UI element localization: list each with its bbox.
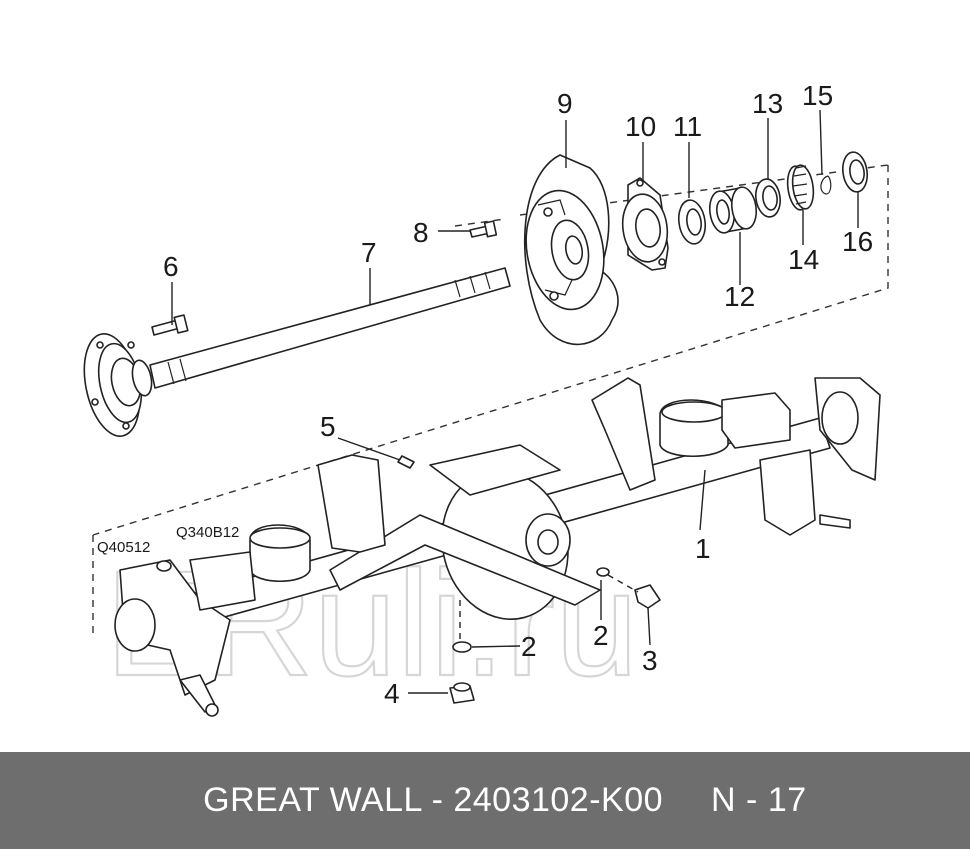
- abs-tone-ring: [786, 164, 815, 211]
- bearing: [708, 186, 758, 234]
- backing-plate-bolt: [469, 220, 498, 238]
- callout-15: 15: [802, 80, 833, 111]
- drain-washer-lower: [452, 641, 472, 653]
- callout-12: 12: [724, 281, 755, 312]
- callout-11: 11: [673, 111, 702, 142]
- callout-14: 14: [788, 244, 819, 275]
- drain-plug-nut: [449, 682, 475, 704]
- drain-plug-bolt: [634, 584, 661, 609]
- callout-10: 10: [625, 111, 656, 142]
- footer-bar: GREAT WALL - 2403102-K00 N - 17: [0, 752, 970, 849]
- dashed-outline: [92, 164, 889, 636]
- callout-2-center: 2: [593, 620, 609, 651]
- callout-7: 7: [361, 237, 377, 268]
- small-nut: [156, 560, 172, 572]
- drain-washer-center: [596, 567, 610, 577]
- brake-backing-plate: [523, 154, 619, 346]
- washer: [841, 151, 869, 193]
- rear-axle-exploded-diagram: ERuli.ru: [83, 80, 889, 717]
- callout-1: 1: [695, 533, 711, 564]
- wheel-bolt: [151, 314, 189, 336]
- callout-9: 9: [557, 88, 573, 119]
- callout-6: 6: [163, 251, 179, 282]
- callout-3: 3: [642, 645, 658, 676]
- callout-8: 8: [413, 217, 429, 248]
- code-q340b12: Q340B12: [176, 524, 239, 541]
- cotter-pin: [397, 455, 415, 469]
- callout-2-lower: 2: [521, 631, 537, 662]
- bearing-retainer: [621, 177, 669, 271]
- oil-seal: [677, 199, 707, 245]
- snap-ring: [820, 175, 832, 195]
- callout-13: 13: [752, 88, 783, 119]
- callout-4: 4: [384, 678, 400, 709]
- footer-part-number: GREAT WALL - 2403102-K00: [203, 781, 664, 819]
- spacer-ring: [755, 178, 781, 218]
- axle-shaft: [83, 267, 511, 437]
- axle-housing: [114, 377, 881, 717]
- footer-page-ref: N - 17: [711, 781, 807, 819]
- footer-caption: GREAT WALL - 2403102-K00 N - 17: [163, 742, 806, 859]
- callout-labels: 1 2 2 3 4 5 6 7 8 9 10 11 12 13 14 15 16…: [97, 80, 873, 709]
- leader-lines: [171, 109, 859, 694]
- callout-16: 16: [842, 226, 873, 257]
- callout-5: 5: [320, 411, 336, 442]
- code-q40512: Q40512: [97, 539, 150, 556]
